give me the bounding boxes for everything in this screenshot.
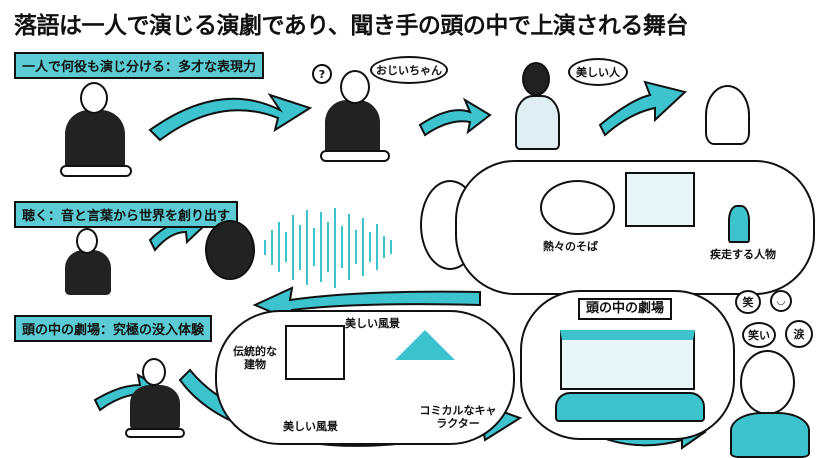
traditional-building (285, 325, 345, 380)
arrow-1 (148, 93, 313, 142)
page-title: 落語は一人で演じる演劇であり、聞き手の頭の中で上演される舞台 (14, 13, 688, 39)
speech-bubble-beauty: 美しい人 (568, 58, 628, 86)
happy-listener-head (740, 350, 795, 415)
mountain (395, 330, 455, 360)
scenery-cloud (215, 310, 515, 445)
scenery-caption-bottom: 美しい風景 (283, 420, 338, 433)
stage (560, 330, 695, 390)
sound-wave (264, 208, 392, 288)
section-label-performance: 一人で何役も演じ分ける：多才な表現力 (14, 52, 265, 79)
reaction-laugh: 笑い (742, 322, 776, 348)
listener-head (205, 220, 255, 280)
runner-figure (728, 205, 750, 243)
soba-bowl (540, 180, 615, 235)
audience (555, 392, 705, 422)
speech-bubble-grandpa: おじいちゃん (370, 56, 448, 84)
section-label-theater: 頭の中の劇場：究極の没入体験 (14, 315, 213, 342)
theater-sign: 頭の中の劇場 (578, 298, 673, 320)
train-scene (625, 172, 695, 227)
crying-face-icon: ◡ (770, 290, 792, 312)
soba-caption: 熱々のそば (543, 240, 598, 253)
reaction-laugh-char: 笑 (735, 290, 761, 314)
character-caption: コミカルなキャラクター (419, 404, 497, 431)
arrow-2 (418, 97, 492, 137)
scenery-caption-top: 美しい風景 (345, 317, 400, 330)
building-caption: 伝統的な建物 (233, 345, 277, 372)
section-label-listening: 聴く：音と言葉から世界を創り出す (14, 201, 239, 228)
arrow-3 (598, 80, 688, 137)
reaction-tears: 涙 (785, 320, 813, 348)
happy-listener-body (730, 412, 810, 458)
question-bubble: ? (312, 64, 332, 84)
runner-caption: 疾走する人物 (710, 248, 776, 261)
